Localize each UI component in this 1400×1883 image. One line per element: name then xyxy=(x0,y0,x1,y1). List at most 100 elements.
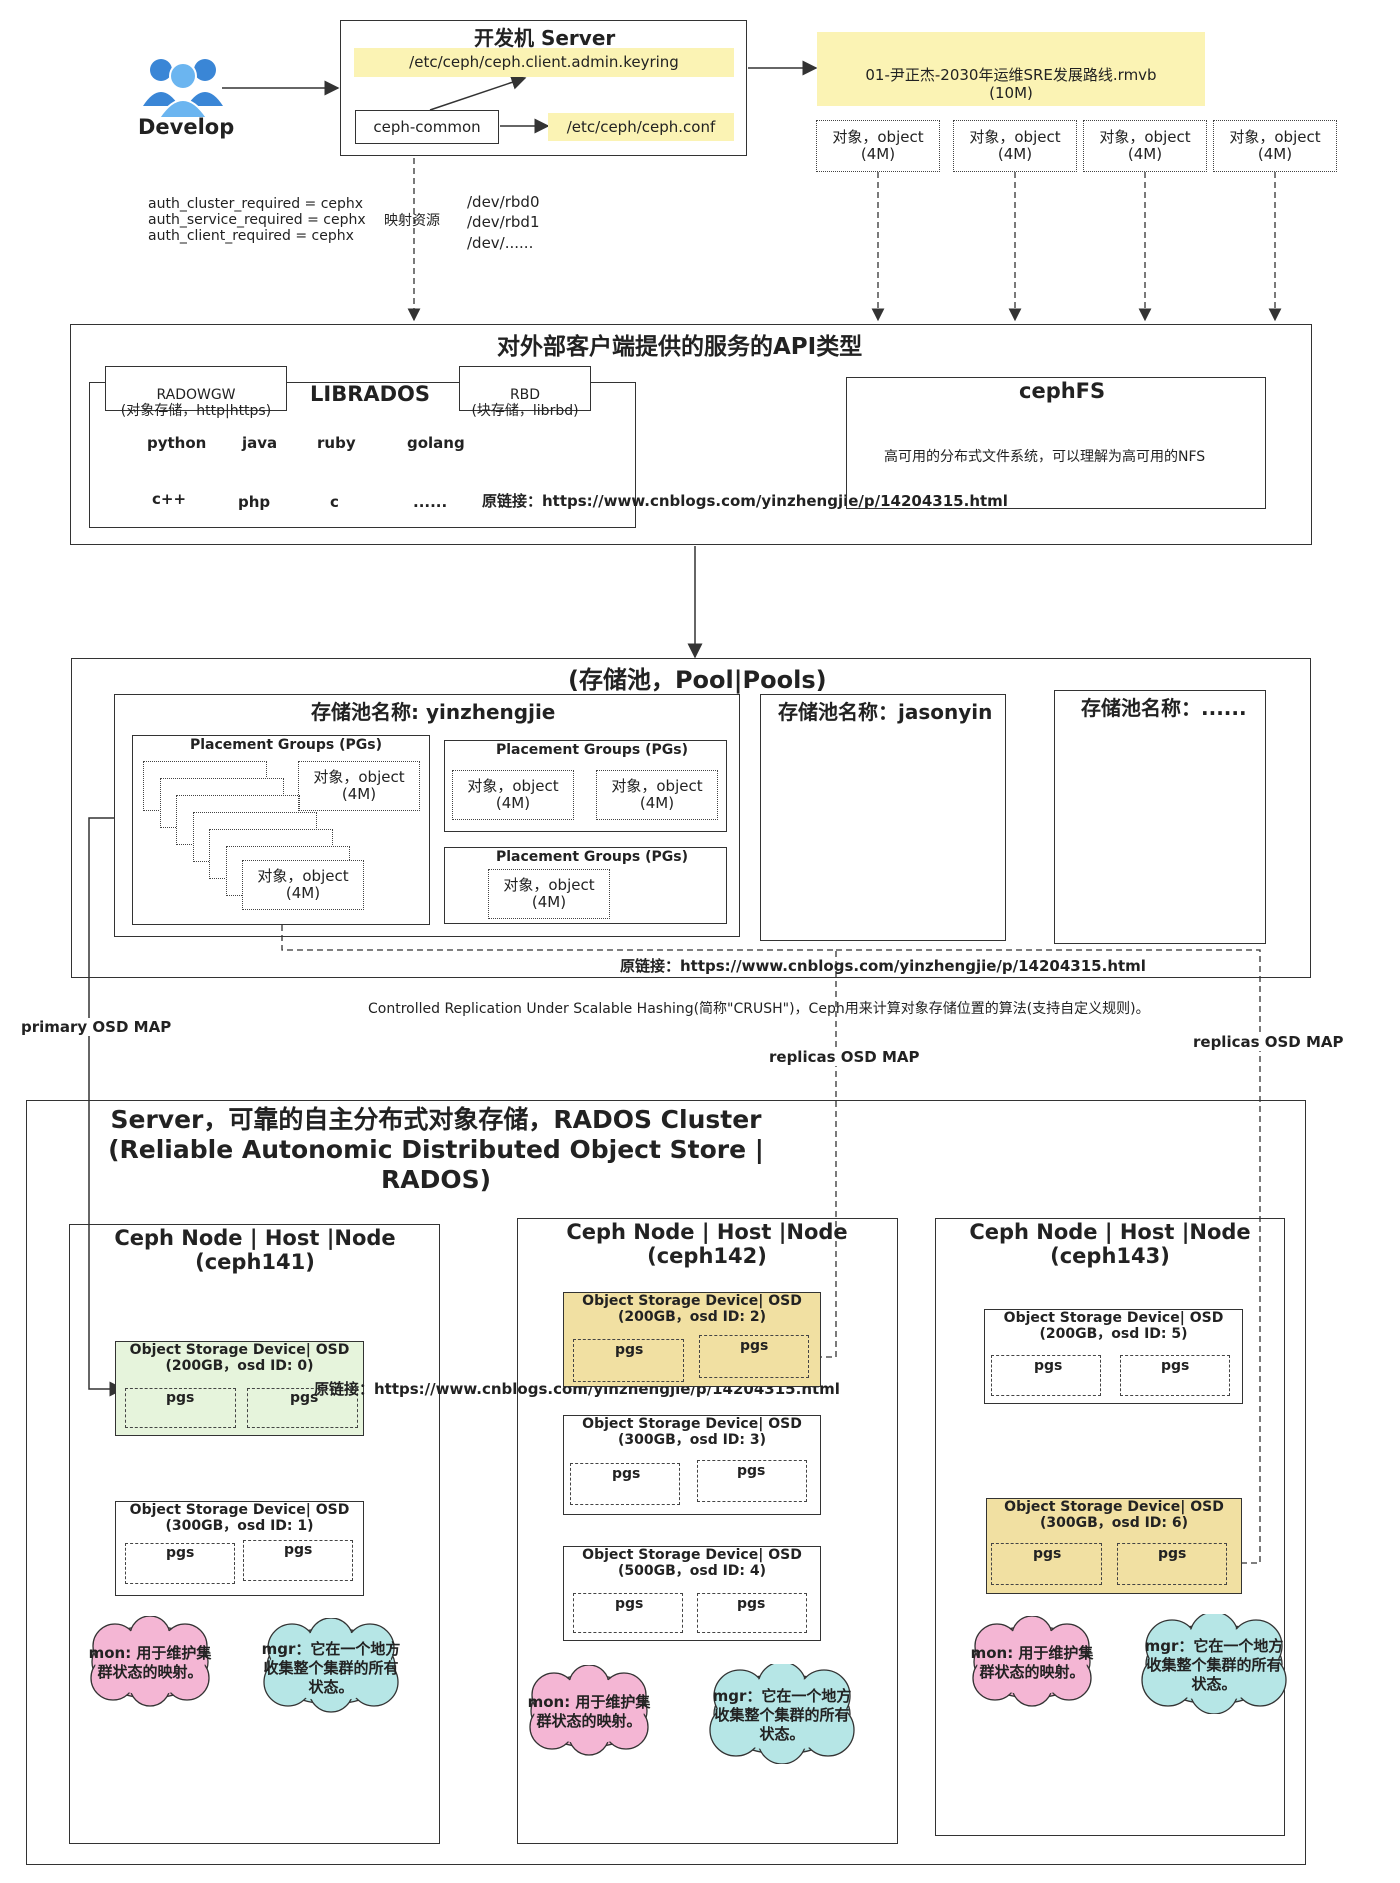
object-chunk: 对象，object (4M) xyxy=(1083,120,1207,172)
mgr-cloud: mgr：它在一个地方 收集整个集群的所有 状态。 xyxy=(258,1618,404,1714)
osd-pgs xyxy=(125,1543,235,1584)
object-chunk: 对象，object (4M) xyxy=(1213,120,1337,172)
primary-osd-map-label: primary OSD MAP xyxy=(21,1018,172,1036)
pg-group xyxy=(132,735,430,925)
develop-label: Develop xyxy=(138,115,235,139)
language-cpp: c++ xyxy=(152,490,187,508)
object-chunk-text: 对象，object (4M) xyxy=(969,128,1061,164)
map-resource-label: 映射资源 xyxy=(384,213,440,229)
radowgw-box: RADOWGW (对象存储，http|https) xyxy=(105,366,287,419)
language-php: php xyxy=(238,493,271,511)
osd-label: Object Storage Device| OSD (500GB，osd ID… xyxy=(582,1547,802,1580)
mgr-text: mgr：它在一个地方 收集整个集群的所有 状态。 xyxy=(261,1640,401,1696)
osd-pgs xyxy=(1120,1355,1230,1396)
pgs-label: pgs xyxy=(737,1596,766,1612)
mgr-cloud: mgr：它在一个地方 收集整个集群的所有 状态。 xyxy=(704,1664,860,1764)
pgs-label: pgs xyxy=(1158,1546,1187,1562)
develop-user-icon xyxy=(143,56,223,119)
osd-pgs xyxy=(573,1339,684,1382)
rados-cluster-title: Server，可靠的自主分布式对象存储，RADOS Cluster (Relia… xyxy=(108,1105,764,1194)
osd-5 xyxy=(984,1309,1243,1404)
cephfs-title: cephFS xyxy=(1019,379,1106,403)
pgs-label: pgs xyxy=(1161,1358,1190,1374)
mon-text: mon: 用于维护集 群状态的映射。 xyxy=(970,1644,1094,1681)
osd-label: Object Storage Device| OSD (300GB，osd ID… xyxy=(1004,1499,1224,1532)
object-chunk: 对象，object (4M) xyxy=(488,869,610,919)
source-link: 原链接：https://www.cnblogs.com/yinzhengjie/… xyxy=(482,492,1008,510)
language-more: ...... xyxy=(413,493,448,511)
arrow-replicas-osd6 xyxy=(836,949,1261,1570)
pgs-label: pgs xyxy=(737,1463,766,1479)
keyring-note: /etc/ceph/ceph.client.admin.keyring xyxy=(354,48,734,77)
object-chunk-text: 对象，object (4M) xyxy=(313,768,405,804)
api-types-box xyxy=(70,324,1312,545)
pg-group-title: Placement Groups (PGs) xyxy=(190,737,383,753)
mon-cloud: mon: 用于维护集 群状态的映射。 xyxy=(967,1616,1097,1708)
pools-title: (存储池，Pool|Pools) xyxy=(568,666,827,694)
ceph-conf-text: /etc/ceph/ceph.conf xyxy=(566,118,716,136)
osd-pgs xyxy=(573,1593,683,1633)
source-link: 原链接：https://www.cnblogs.com/yinzhengjie/… xyxy=(620,957,1146,975)
pg-group xyxy=(444,740,727,832)
pools-box xyxy=(71,658,1311,978)
osd-label: Object Storage Device| OSD (200GB，osd ID… xyxy=(582,1293,802,1326)
osd-pgs xyxy=(570,1463,680,1505)
ceph-node-ceph143 xyxy=(935,1218,1285,1836)
osd-pgs xyxy=(991,1543,1102,1585)
ceph-node-title: Ceph Node | Host |Node (ceph143) xyxy=(969,1220,1251,1269)
osd-4 xyxy=(563,1546,821,1641)
pgs-label: pgs xyxy=(166,1545,195,1561)
pgs-label: pgs xyxy=(740,1338,769,1354)
ceph-node-ceph141 xyxy=(69,1224,440,1844)
ceph-node-ceph142 xyxy=(517,1218,898,1844)
osd-pgs xyxy=(697,1593,807,1633)
cephfs-box xyxy=(846,377,1266,509)
pg-group-title: Placement Groups (PGs) xyxy=(496,849,689,865)
librados-title: LIBRADOS xyxy=(310,382,431,406)
object-chunk: 对象，object (4M) xyxy=(452,770,574,820)
object-chunk: 对象，object (4M) xyxy=(298,761,420,811)
pool-more xyxy=(1054,690,1266,944)
mon-cloud: mon: 用于维护集 群状态的映射。 xyxy=(85,1616,215,1708)
ceph-common-box: ceph-common xyxy=(355,110,499,144)
rbd-box: RBD (块存储，librbd) xyxy=(459,366,591,419)
osd-pgs xyxy=(991,1355,1101,1396)
mgr-text: mgr：它在一个地方 收集整个集群的所有 状态。 xyxy=(1144,1637,1284,1693)
language-ruby: ruby xyxy=(317,434,356,452)
object-chunk: 对象，object (4M) xyxy=(953,120,1077,172)
mgr-text: mgr：它在一个地方 收集整个集群的所有 状态。 xyxy=(712,1687,852,1743)
pool-more-title: 存储池名称：...... xyxy=(1081,696,1247,720)
mgr-cloud: mgr：它在一个地方 收集整个集群的所有 状态。 xyxy=(1136,1614,1292,1714)
cephfs-desc: 高可用的分布式文件系统，可以理解为高可用的NFS xyxy=(884,449,1206,465)
language-golang: golang xyxy=(407,434,465,452)
pgs-label: pgs xyxy=(290,1390,319,1406)
language-java: java xyxy=(242,434,278,452)
osd-label: Object Storage Device| OSD (200GB，osd ID… xyxy=(1003,1310,1224,1343)
pool-jasonyin xyxy=(760,694,1006,941)
pgs-label: pgs xyxy=(615,1596,644,1612)
dev-server-title: 开发机 Server xyxy=(474,26,616,50)
object-chunk-text: 对象，object (4M) xyxy=(467,777,559,813)
ceph-conf-note: /etc/ceph/ceph.conf xyxy=(548,113,734,141)
object-chunk-text: 对象，object (4M) xyxy=(611,777,703,813)
mon-cloud: mon: 用于维护集 群状态的映射。 xyxy=(524,1665,654,1757)
object-chunk-text: 对象，object (4M) xyxy=(832,128,924,164)
osd-6 xyxy=(986,1498,1242,1594)
osd-pgs xyxy=(243,1540,353,1581)
ceph-node-title: Ceph Node | Host |Node (ceph141) xyxy=(114,1226,396,1275)
object-chunk: 对象，object (4M) xyxy=(816,120,940,172)
file-note: 01-尹正杰-2030年运维SRE发展路线.rmvb (10M) xyxy=(817,32,1205,106)
pg-group xyxy=(444,847,727,924)
mon-text: mon: 用于维护集 群状态的映射。 xyxy=(527,1693,651,1730)
object-stack-top: 对象，object (4M) xyxy=(242,860,364,910)
pgs-label: pgs xyxy=(615,1342,644,1358)
file-note-text: 01-尹正杰-2030年运维SRE发展路线.rmvb (10M) xyxy=(865,66,1157,102)
pgs-label: pgs xyxy=(166,1390,195,1406)
osd-pgs xyxy=(125,1388,236,1428)
arrow-primary-osd0 xyxy=(88,817,125,1397)
rbd-devices: /dev/rbd0 /dev/rbd1 /dev/...... xyxy=(467,193,540,252)
pgs-label: pgs xyxy=(1033,1546,1062,1562)
dev-server-box xyxy=(340,20,747,156)
rbd-text: RBD (块存储，librbd) xyxy=(471,387,579,420)
